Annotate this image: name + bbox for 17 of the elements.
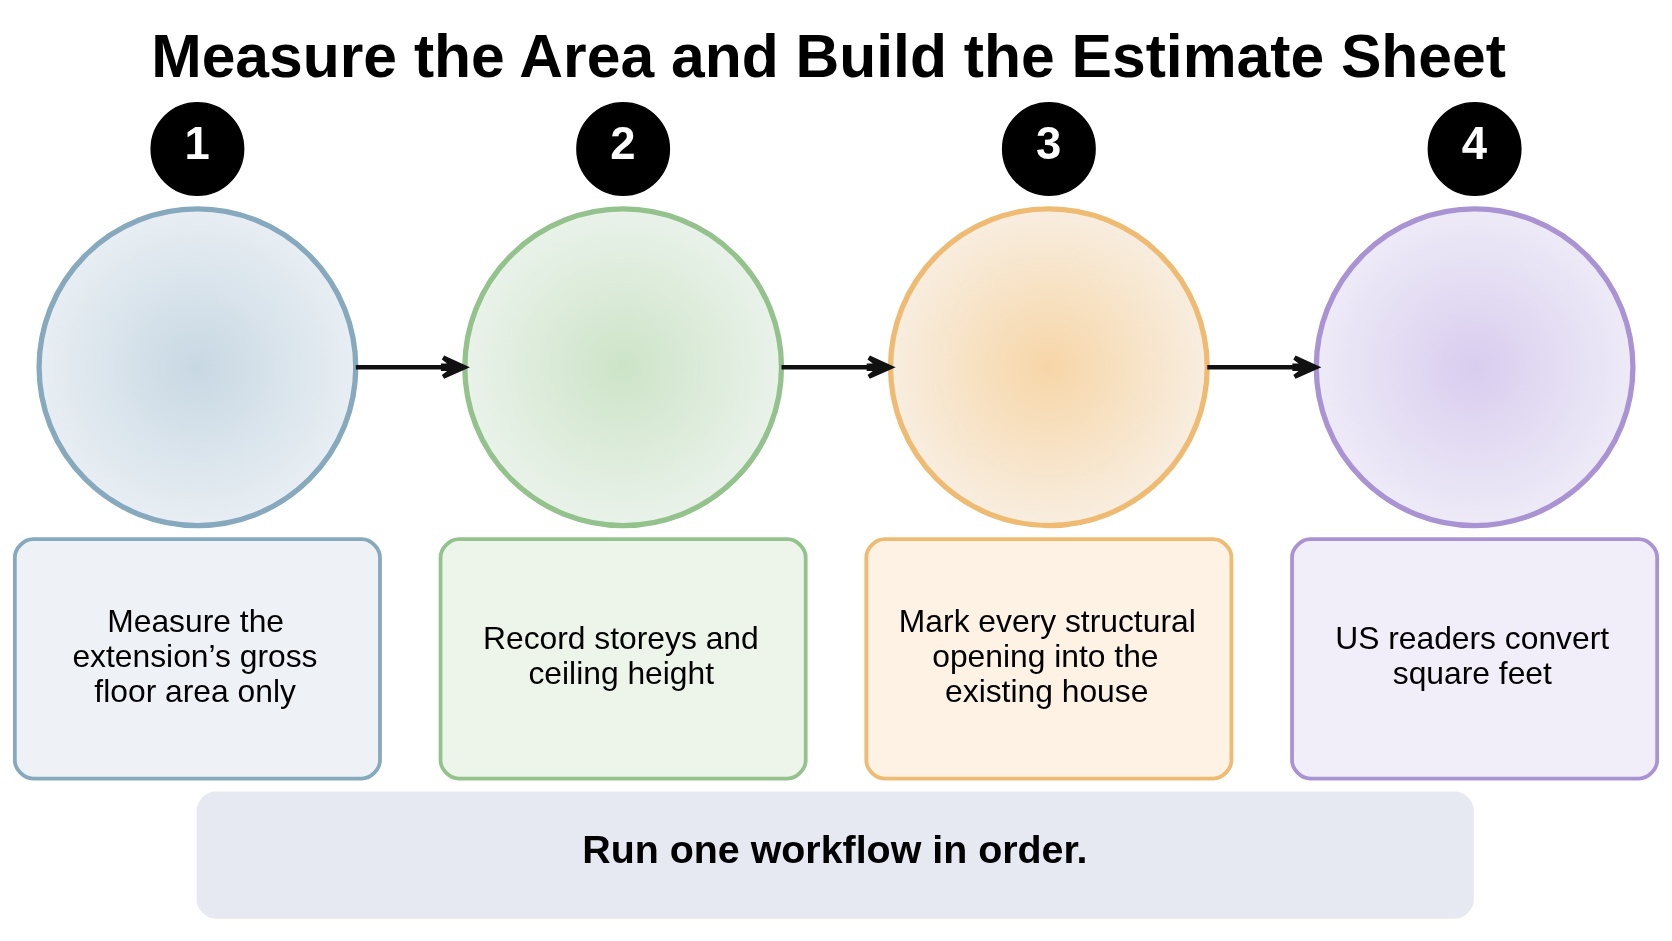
node-circle — [36, 205, 359, 528]
node-box: Mark every structural opening into the existing house — [864, 536, 1234, 780]
arrow — [781, 354, 893, 379]
node-box: US readers convert square feet — [1290, 536, 1660, 780]
node-circle: 3 — [1001, 101, 1096, 196]
node-circle: 2 — [576, 101, 671, 196]
node-circle: 1 — [150, 101, 245, 196]
node-circle: 4 — [1427, 101, 1522, 196]
node-box: Measure the extension’s gross floor area only — [12, 536, 382, 780]
node-circle — [1313, 205, 1636, 528]
arrow — [1207, 354, 1319, 379]
diagram-title: Measure the Area and Build the Estimate Sheet — [151, 21, 1506, 90]
arrow — [355, 354, 467, 379]
node-circle — [887, 205, 1210, 528]
node-circle — [462, 205, 785, 528]
node-box: Record storeys and ceiling height — [438, 536, 808, 780]
node-box: Run one workflow in order. — [196, 790, 1474, 919]
